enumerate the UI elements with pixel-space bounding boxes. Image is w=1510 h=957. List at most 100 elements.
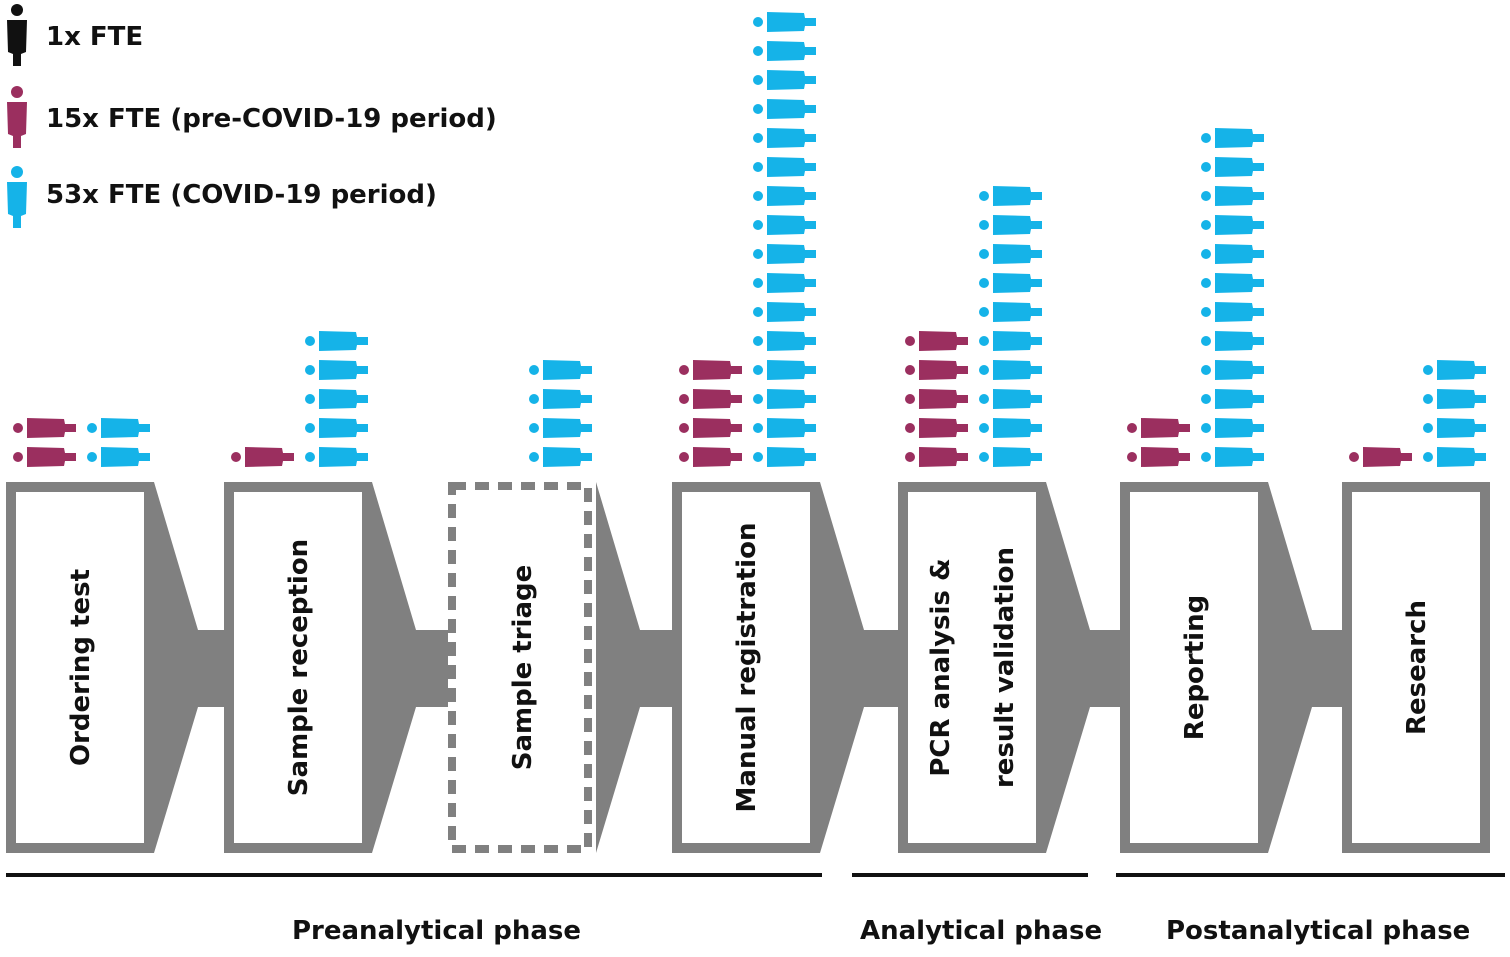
fte-figures bbox=[13, 12, 1486, 467]
legend-icons bbox=[7, 4, 27, 228]
person-blue-icon bbox=[979, 447, 1042, 467]
step-box-reporting bbox=[1120, 482, 1268, 853]
step-box-registration bbox=[672, 482, 820, 853]
person-blue-icon bbox=[1201, 157, 1264, 177]
person-purple-icon bbox=[1127, 418, 1190, 438]
person-purple-icon bbox=[13, 447, 76, 467]
person-blue-icon bbox=[753, 331, 816, 351]
person-purple-icon bbox=[679, 418, 742, 438]
legend-label-1x-fte: 1x FTE bbox=[46, 22, 144, 52]
person-purple-icon bbox=[905, 418, 968, 438]
connector-pcr bbox=[1046, 482, 1120, 853]
person-blue-icon bbox=[1201, 186, 1264, 206]
person-blue-icon bbox=[753, 157, 816, 177]
step-label-line: Research bbox=[1402, 600, 1432, 735]
step-label-line: result validation bbox=[990, 547, 1020, 788]
person-blue-icon bbox=[753, 128, 816, 148]
person-blue-icon bbox=[753, 12, 816, 32]
person-blue-icon bbox=[1201, 418, 1264, 438]
person-blue-icon bbox=[1423, 360, 1486, 380]
step-box-ordering bbox=[6, 482, 154, 853]
person-blue-icon bbox=[305, 418, 368, 438]
person-blue-icon bbox=[1201, 215, 1264, 235]
step-label-pcr: PCR analysis & result validation bbox=[926, 547, 1020, 788]
person-blue-icon bbox=[979, 186, 1042, 206]
person-blue-icon bbox=[979, 360, 1042, 380]
step-label-line: Sample triage bbox=[508, 565, 538, 771]
connector-triage bbox=[596, 482, 672, 853]
step-boxes: Ordering test Sample reception Sample tria… bbox=[6, 482, 1490, 853]
person-blue-icon bbox=[979, 273, 1042, 293]
person-blue-icon bbox=[1201, 128, 1264, 148]
step-label-line: Ordering test bbox=[66, 569, 96, 766]
connector-reporting bbox=[1268, 482, 1342, 853]
person-blue-icon bbox=[1201, 331, 1264, 351]
person-blue-icon bbox=[1201, 302, 1264, 322]
person-blue-icon bbox=[753, 186, 816, 206]
person-blue-icon bbox=[979, 215, 1042, 235]
person-blue-icon bbox=[529, 360, 592, 380]
person-purple-icon bbox=[679, 360, 742, 380]
person-purple-icon bbox=[905, 360, 968, 380]
person-blue-icon bbox=[305, 389, 368, 409]
step-label-line: PCR analysis & bbox=[926, 558, 956, 776]
step-box-triage bbox=[448, 482, 592, 853]
person-blue-icon bbox=[753, 389, 816, 409]
step-label-registration: Manual registration bbox=[732, 523, 762, 813]
person-purple-icon bbox=[1349, 447, 1412, 467]
person-blue-icon bbox=[753, 418, 816, 438]
person-blue-icon bbox=[1201, 447, 1264, 467]
person-purple-icon bbox=[905, 447, 968, 467]
step-label-reporting: Reporting bbox=[1180, 595, 1210, 740]
connector-ordering bbox=[154, 482, 224, 853]
step-label-triage: Sample triage bbox=[508, 565, 538, 771]
person-blue-icon bbox=[87, 447, 150, 467]
person-blue-icon bbox=[753, 273, 816, 293]
step-label-research: Research bbox=[1402, 600, 1432, 735]
person-blue-icon bbox=[529, 418, 592, 438]
person-blue-icon bbox=[305, 360, 368, 380]
person-blue-icon bbox=[979, 302, 1042, 322]
connector-registration bbox=[820, 482, 898, 853]
person-blue-icon bbox=[1201, 360, 1264, 380]
person-blue-icon bbox=[1201, 244, 1264, 264]
phase-label-postanalytical: Postanalytical phase bbox=[1166, 916, 1471, 946]
person-blue-icon bbox=[753, 99, 816, 119]
person-blue-icon bbox=[753, 215, 816, 235]
person-blue-icon bbox=[979, 418, 1042, 438]
person-blue-icon bbox=[753, 244, 816, 264]
person-blue-icon bbox=[1423, 447, 1486, 467]
phase-label-preanalytical: Preanalytical phase bbox=[292, 916, 582, 946]
phase-label-analytical: Analytical phase bbox=[860, 916, 1103, 946]
person-blue-icon bbox=[1201, 389, 1264, 409]
person-blue-icon bbox=[305, 331, 368, 351]
person-purple-icon bbox=[679, 447, 742, 467]
person-blue-icon bbox=[305, 447, 368, 467]
step-label-line: Sample reception bbox=[284, 539, 314, 796]
step-box-pcr bbox=[898, 482, 1046, 853]
person-blue-icon bbox=[753, 302, 816, 322]
step-box-reception bbox=[224, 482, 372, 853]
person-blue-icon bbox=[979, 389, 1042, 409]
connectors bbox=[154, 482, 1342, 853]
person-purple-icon bbox=[13, 418, 76, 438]
legend-label-covid: 53x FTE (COVID-19 period) bbox=[46, 180, 437, 210]
person-blue-icon bbox=[1423, 389, 1486, 409]
person-purple-icon bbox=[231, 447, 294, 467]
person-purple-icon bbox=[905, 331, 968, 351]
step-label-ordering: Ordering test bbox=[66, 569, 96, 766]
person-blue-icon bbox=[753, 360, 816, 380]
person-blue-icon bbox=[529, 447, 592, 467]
person-purple-icon bbox=[7, 86, 27, 148]
person-purple-icon bbox=[679, 389, 742, 409]
person-blue-icon bbox=[979, 244, 1042, 264]
person-blue-icon bbox=[529, 389, 592, 409]
person-blue-icon bbox=[1423, 418, 1486, 438]
person-black-icon bbox=[7, 4, 27, 66]
step-label-line: Reporting bbox=[1180, 595, 1210, 740]
person-blue-icon bbox=[87, 418, 150, 438]
person-purple-icon bbox=[1127, 447, 1190, 467]
person-blue-icon bbox=[7, 166, 27, 228]
person-blue-icon bbox=[753, 70, 816, 90]
